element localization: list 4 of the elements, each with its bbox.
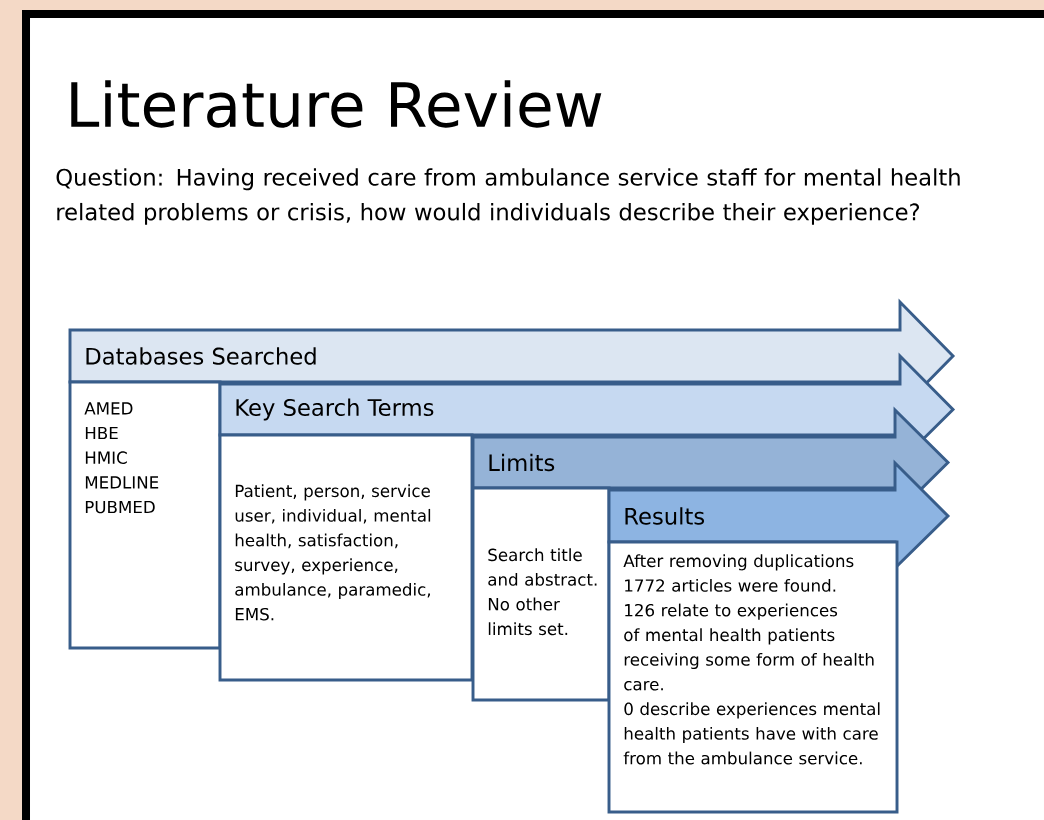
text-box: Search title and abstract. No other limits set. — [471, 486, 611, 702]
title: Literature Review — [71, 80, 602, 128]
text-box: AMED HBE HMIC MEDLINE PUBMED — [68, 380, 222, 650]
question-text: Question: Having received care from ambulance service staff for mental health related problems or crisis, how would individuals describe their experience? — [56, 168, 960, 225]
